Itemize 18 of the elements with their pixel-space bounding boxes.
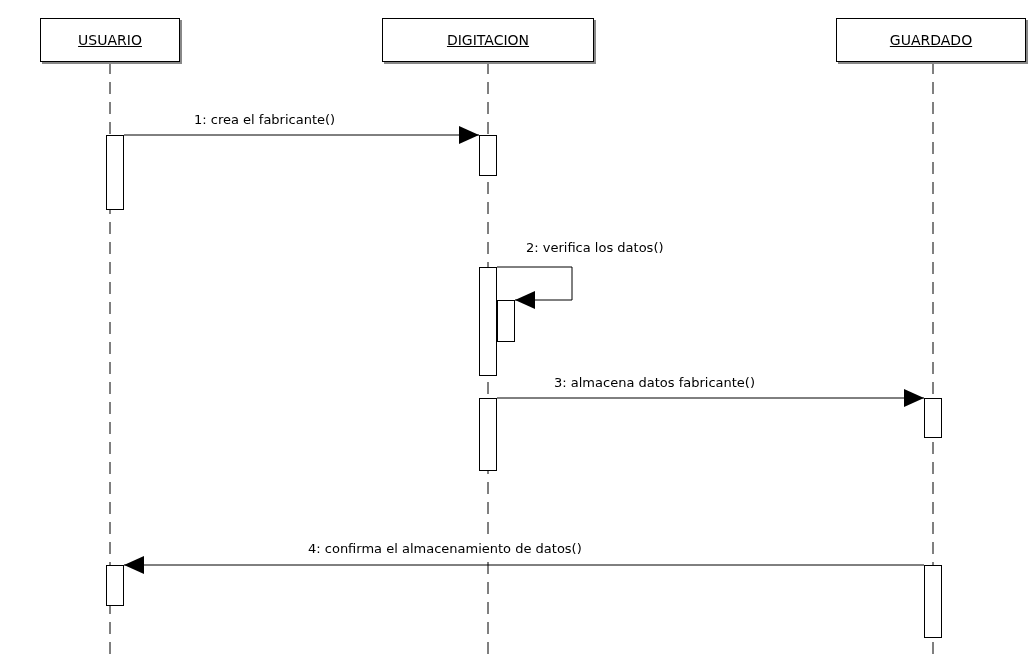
activation-bar [479,398,497,471]
participant-box: USUARIO [40,18,180,62]
activation-bar [106,135,124,210]
participant-box: GUARDADO [836,18,1026,62]
activation-bar [497,300,515,342]
message-arrow [496,266,573,309]
message-label: 3: almacena datos fabricante() [552,375,757,391]
message-label: 4: confirma el almacenamiento de datos() [306,541,584,557]
message-arrow [123,556,925,574]
message-arrow [496,389,925,407]
message-label: 2: verifica los datos() [524,240,666,256]
activation-bar [479,267,497,376]
activation-bar [479,135,497,176]
activation-bar [924,565,942,638]
message-arrow [123,126,480,144]
participant-box: DIGITACION [382,18,594,62]
activation-bar [106,565,124,606]
activation-bar [924,398,942,438]
